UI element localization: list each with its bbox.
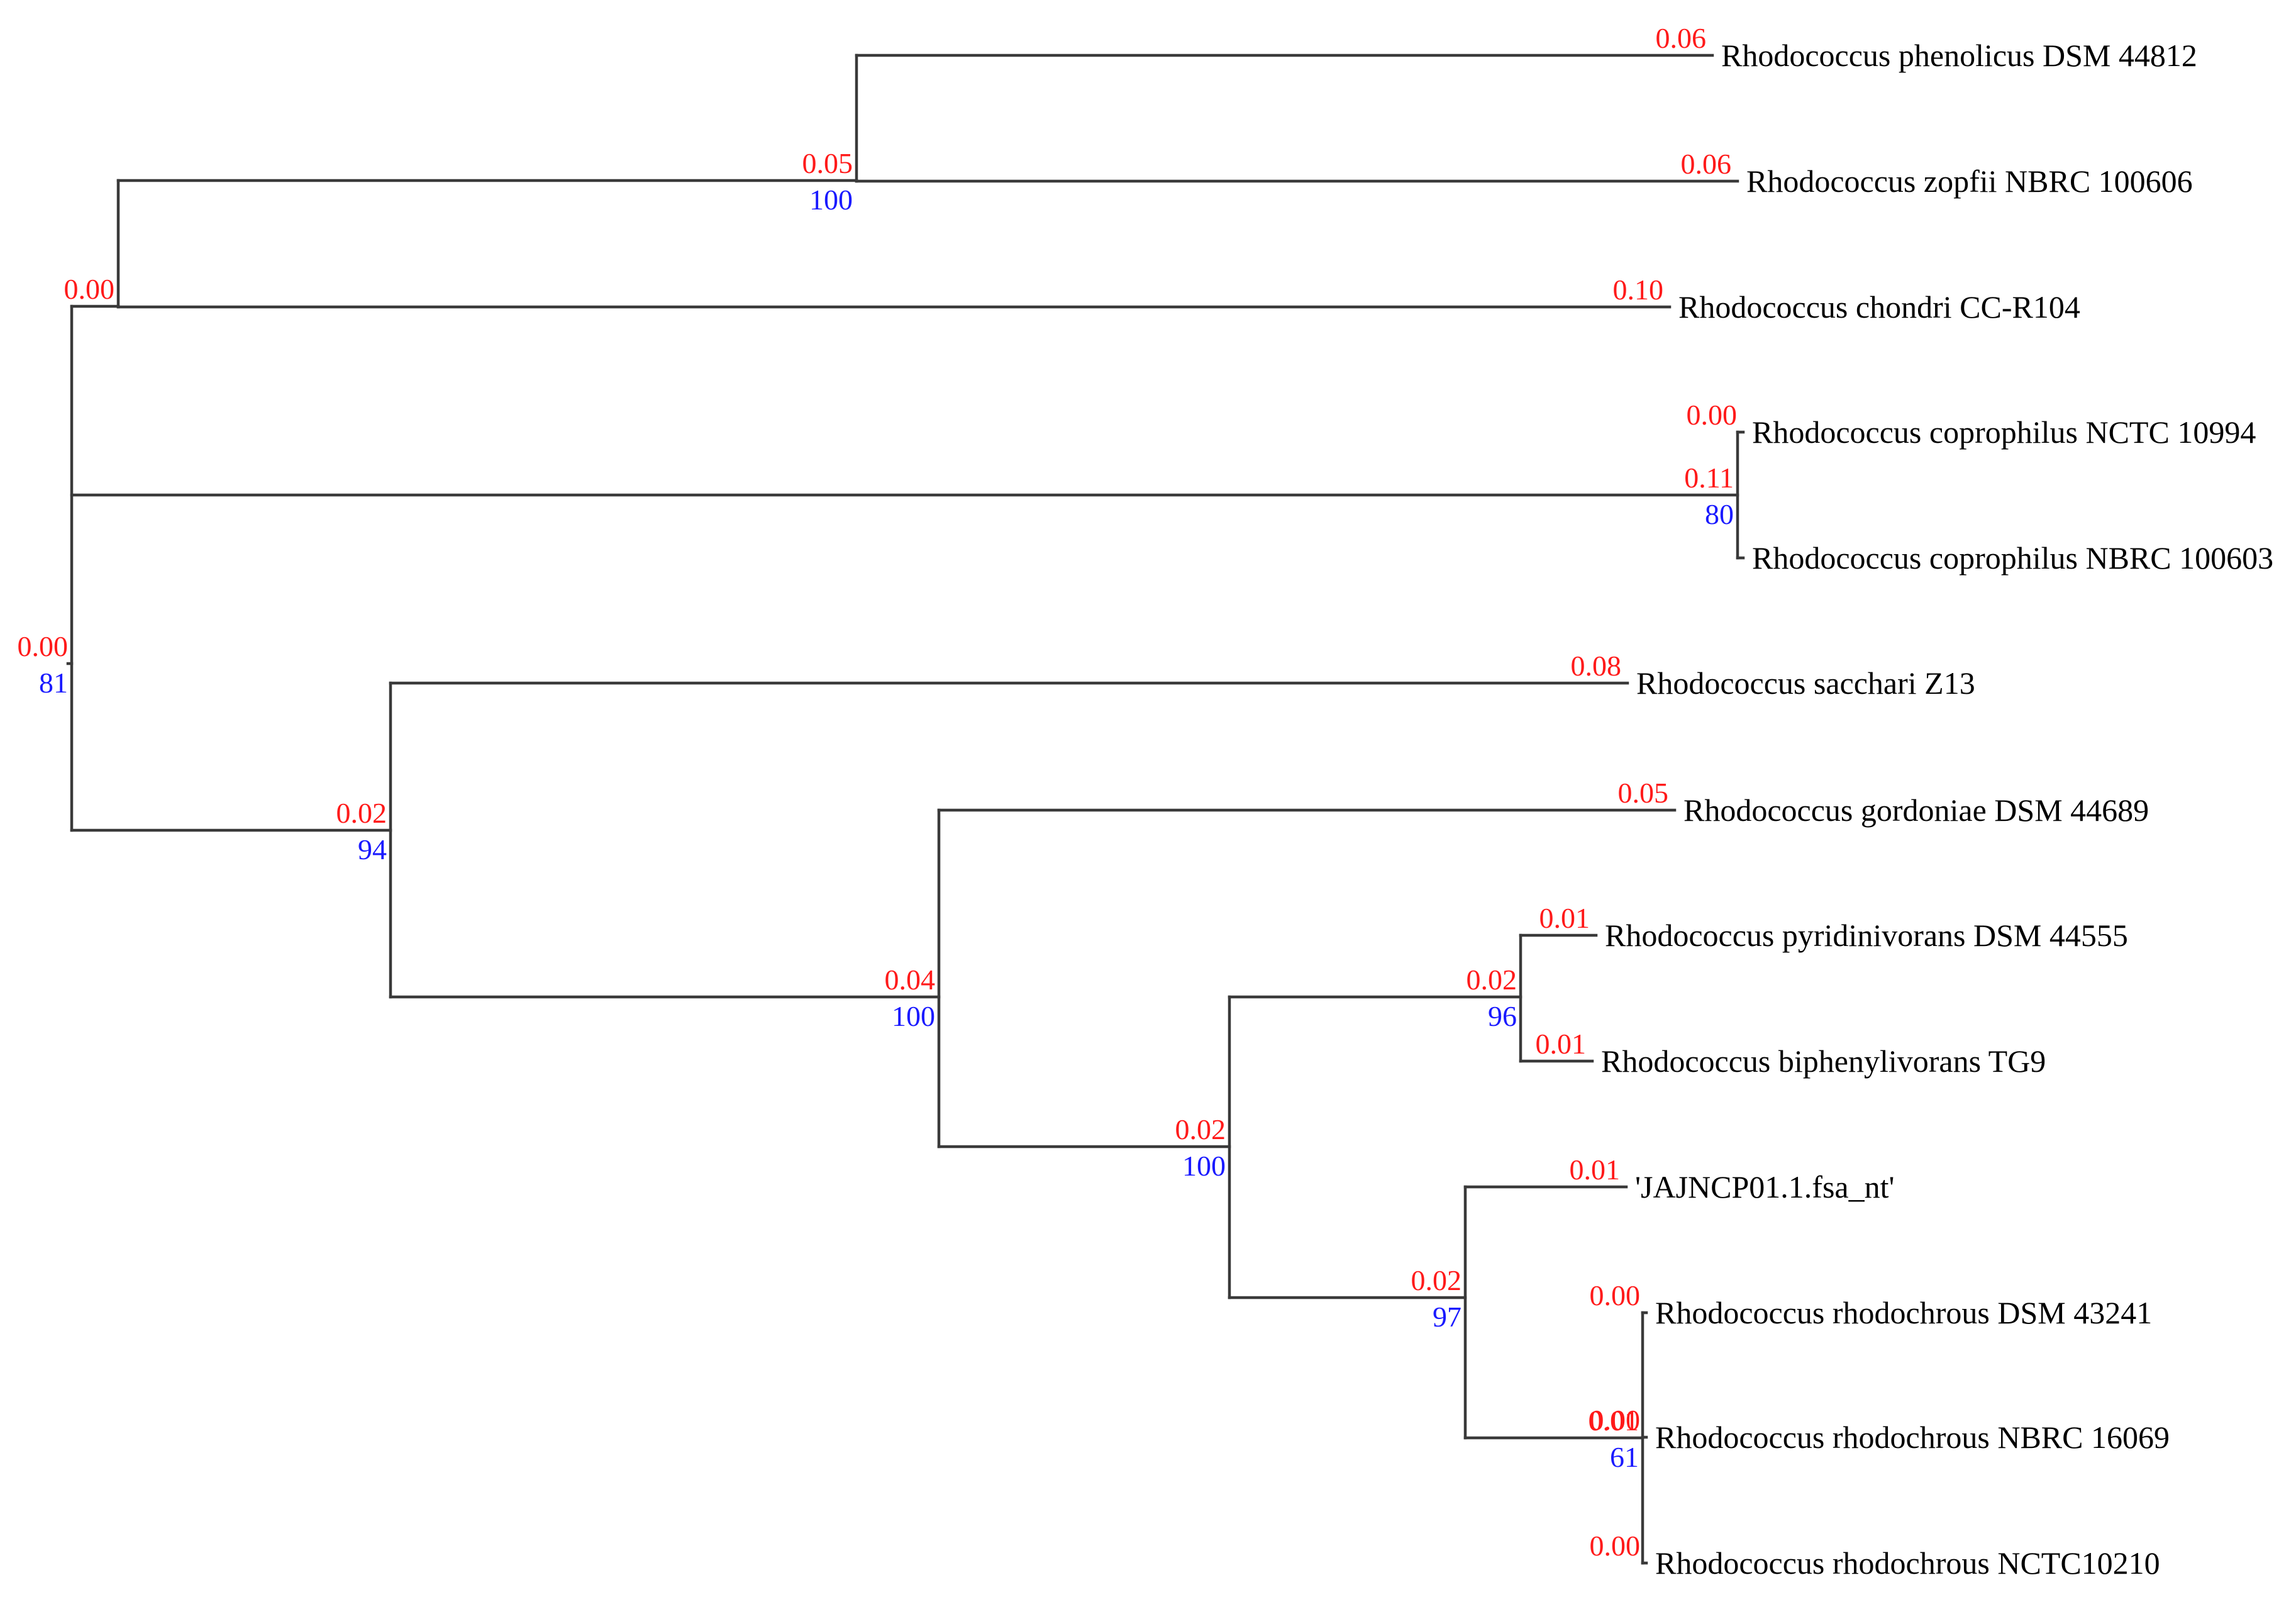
taxon-label-zopfii: Rhodococcus zopfii NBRC 100606: [1746, 164, 2193, 199]
bootstrap-sacchari-clade: 94: [358, 833, 387, 865]
branch-length-gordoniae: 0.05: [1618, 777, 1669, 809]
taxon-label-phenolicus: Rhodococcus phenolicus DSM 44812: [1721, 38, 2197, 73]
taxon-label-pyridinivorans: Rhodococcus pyridinivorans DSM 44555: [1605, 918, 2128, 953]
taxon-label-rhodochrous-dsm: Rhodococcus rhodochrous DSM 43241: [1655, 1295, 2152, 1330]
bootstrap-rhodochrous: 61: [1610, 1441, 1639, 1473]
branch-length-jaj-rhod: 0.02: [1411, 1264, 1462, 1296]
branch-length-jajncp: 0.01: [1570, 1154, 1621, 1186]
branch-length-pyridinivorans: 0.01: [1539, 902, 1590, 934]
branch-length-sacchari: 0.08: [1571, 650, 1622, 682]
branch-length-gordoniae-clade: 0.04: [885, 964, 936, 996]
branch-length-rhodochrous-nctc: 0.00: [1590, 1530, 1641, 1562]
bootstrap-pyr-rhod-clade: 100: [1182, 1150, 1226, 1182]
branch-length-phen-zopf-chon: 0.00: [64, 273, 115, 305]
branch-length-pyr-biph: 0.02: [1467, 964, 1517, 996]
bootstrap-jaj-rhod: 97: [1433, 1301, 1461, 1333]
taxon-label-sacchari: Rhodococcus sacchari Z13: [1636, 665, 1975, 701]
branch-length-rhodochrous-dsm: 0.00: [1590, 1279, 1641, 1311]
branch-length-rhodochrous-nbrc: 0.00: [1590, 1404, 1641, 1436]
branch-length-sacchari-clade: 0.02: [336, 797, 387, 829]
taxon-label-gordoniae: Rhodococcus gordoniae DSM 44689: [1683, 793, 2149, 828]
taxon-label-rhodochrous-nctc: Rhodococcus rhodochrous NCTC10210: [1655, 1545, 2160, 1581]
branch-length-zopfii: 0.06: [1681, 148, 1732, 180]
branch-length-coprophilus-nctc: 0.00: [1687, 399, 1738, 431]
bootstrap-gordoniae-clade: 100: [892, 1000, 935, 1032]
branch-length-phen-zopf: 0.05: [802, 147, 853, 179]
branch-length-phenolicus: 0.06: [1656, 22, 1707, 54]
branch-length-biphenylivorans: 0.01: [1536, 1028, 1587, 1060]
taxon-label-chondri: Rhodococcus chondri CC-R104: [1678, 289, 2080, 325]
branch-length-coprophilus: 0.11: [1684, 462, 1734, 494]
branch-length-root: 0.00: [18, 630, 69, 662]
branch-length-pyr-rhod-clade: 0.02: [1175, 1113, 1226, 1145]
tree-branches: [66, 53, 1745, 1565]
bootstrap-phen-zopf: 100: [809, 184, 853, 216]
tree-labels: Rhodococcus phenolicus DSM 44812 0.06Rhod…: [18, 22, 2274, 1581]
bootstrap-pyr-biph: 96: [1488, 1000, 1517, 1032]
taxon-label-biphenylivorans: Rhodococcus biphenylivorans TG9: [1601, 1043, 2046, 1079]
branch-length-rhodochrous: 0.01: [1589, 1405, 1639, 1437]
bootstrap-root: 81: [39, 667, 68, 699]
taxon-label-rhodochrous-nbrc: Rhodococcus rhodochrous NBRC 16069: [1655, 1420, 2170, 1455]
taxon-label-jajncp: 'JAJNCP01.1.fsa_nt': [1635, 1169, 1895, 1205]
branch-length-chondri: 0.10: [1613, 274, 1664, 306]
taxon-label-coprophilus-nbrc: Rhodococcus coprophilus NBRC 100603: [1752, 540, 2273, 576]
bootstrap-coprophilus: 80: [1705, 498, 1734, 530]
taxon-label-coprophilus-nctc: Rhodococcus coprophilus NCTC 10994: [1752, 415, 2256, 450]
